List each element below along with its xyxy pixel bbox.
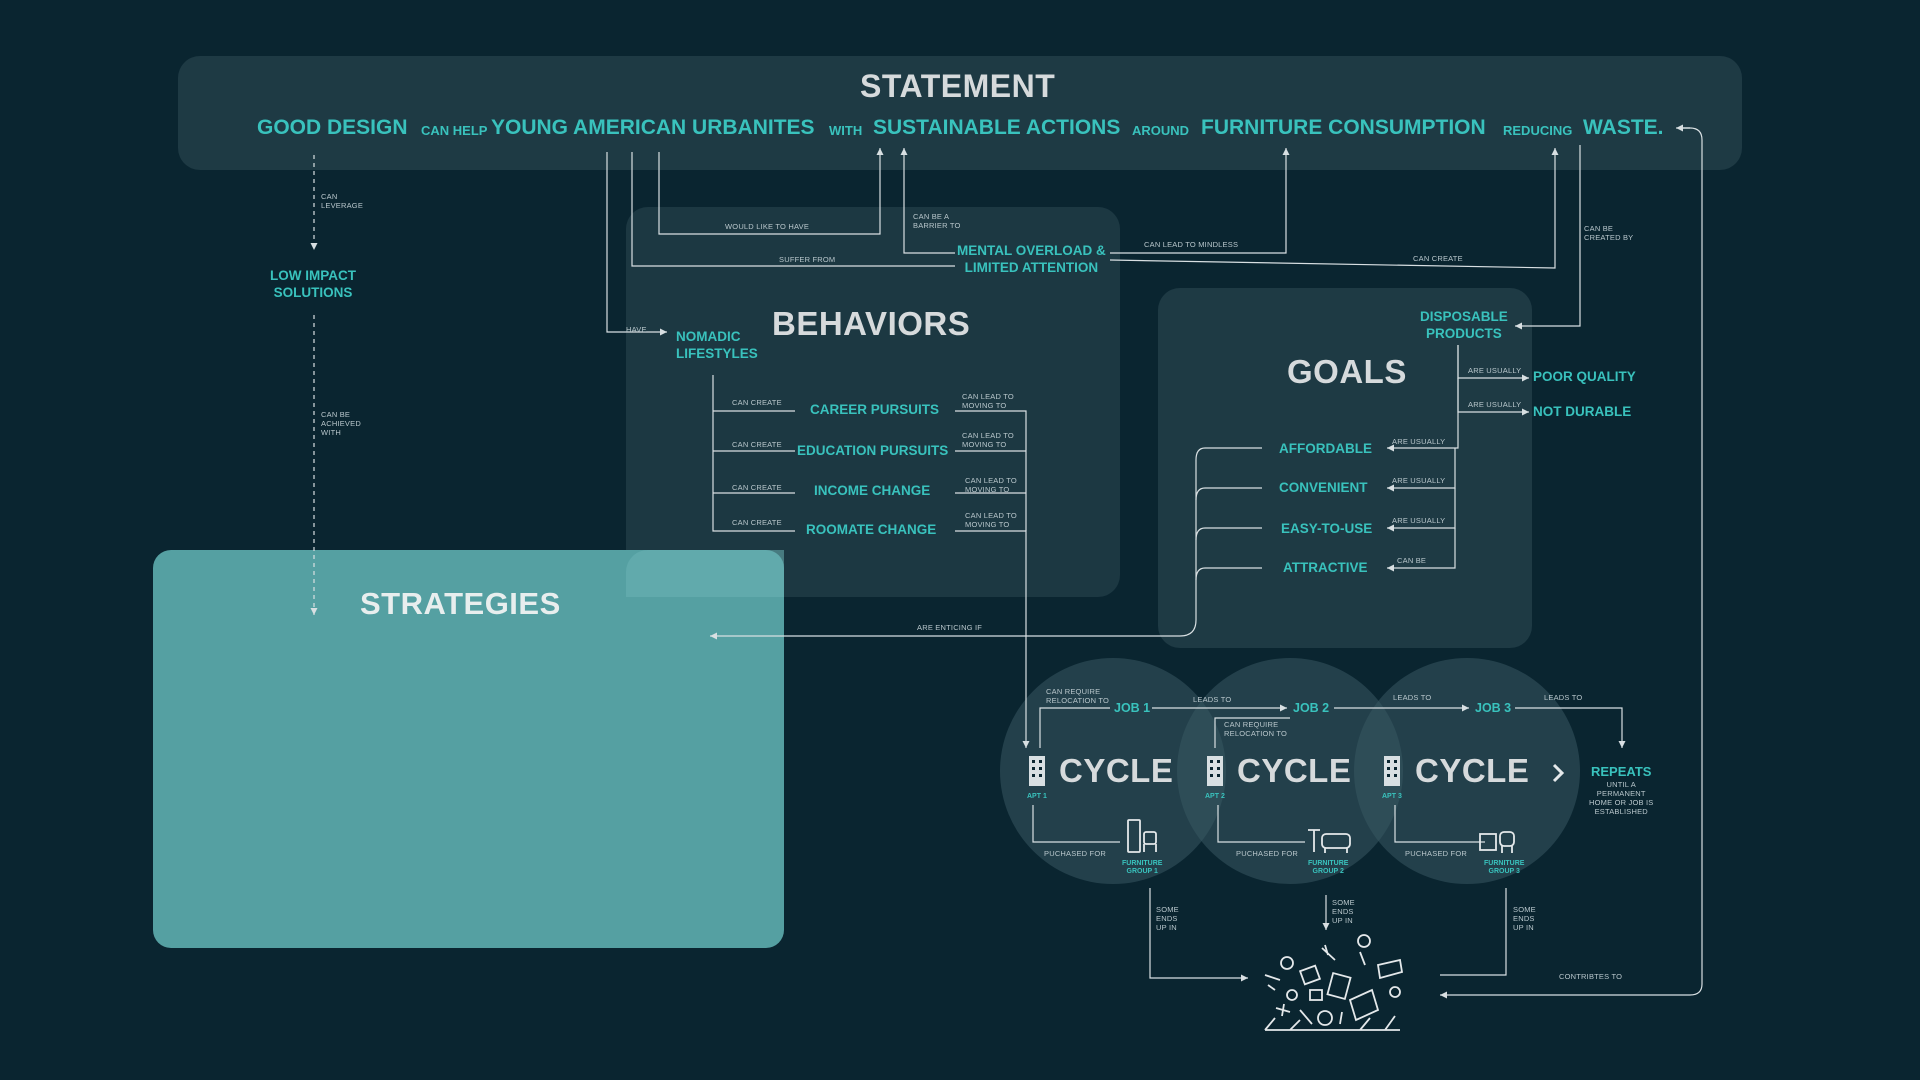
- play-arrow-icon: [1552, 763, 1565, 783]
- apt-2-label: APT 2: [1205, 793, 1225, 800]
- mindless-label: CAN LEAD TO MINDLESS: [1144, 240, 1239, 249]
- building-icon: [1207, 756, 1223, 786]
- goal-rel-label: ARE USUALLY: [1392, 437, 1446, 446]
- furniture-group-2-icon: [1308, 829, 1351, 853]
- cycle-word-1: CYCLE: [1059, 752, 1174, 789]
- created-by-label: CAN BE CREATED BY: [1584, 224, 1634, 242]
- relocation-label: CAN REQUIRE RELOCATION TO: [1224, 720, 1288, 738]
- some-ends-label: SOME ENDS UP IN: [1332, 898, 1355, 925]
- behaviors-title: BEHAVIORS: [772, 305, 971, 342]
- can-create-waste-label: CAN CREATE: [1413, 254, 1463, 263]
- barrier-label: CAN BE A BARRIER TO: [913, 212, 961, 230]
- can-create-label: CAN CREATE: [732, 398, 782, 407]
- can-lead-label: CAN LEAD TO MOVING TO: [962, 431, 1014, 449]
- building-icon: [1029, 756, 1045, 786]
- disposable-products: DISPOSABLE PRODUCTS: [1420, 309, 1508, 341]
- behavior-item-income: INCOME CHANGE: [814, 483, 931, 498]
- furniture-waste-pile-icon: [1264, 934, 1404, 1031]
- can-lead-label: CAN LEAD TO MOVING TO: [965, 476, 1017, 494]
- low-impact-solutions: LOW IMPACT SOLUTIONS: [270, 268, 356, 300]
- statement-reducing: REDUCING: [1503, 123, 1573, 138]
- some-ends-label: SOME ENDS UP IN: [1513, 905, 1536, 932]
- goal-rel-label: CAN BE: [1397, 556, 1427, 565]
- statement-panel: [178, 56, 1742, 170]
- statement-can-help: CAN HELP: [421, 123, 488, 138]
- goal-rel-label: ARE USUALLY: [1392, 476, 1446, 485]
- goal-item-attractive: ATTRACTIVE: [1283, 560, 1368, 575]
- job-1: JOB 1: [1114, 701, 1151, 715]
- would-like-label: WOULD LIKE TO HAVE: [725, 222, 810, 231]
- goals-title: GOALS: [1287, 353, 1407, 390]
- behavior-item-education: EDUCATION PURSUITS: [797, 443, 949, 458]
- strategies-panel: [153, 550, 784, 948]
- can-leverage-label: CAN LEVERAGE: [321, 192, 364, 210]
- strategies-title: STRATEGIES: [360, 586, 561, 621]
- apt-3-label: APT 3: [1382, 793, 1402, 800]
- furniture-group-3-icon: [1479, 831, 1515, 853]
- purchased-label: PUCHASED FOR: [1236, 849, 1298, 858]
- can-create-label: CAN CREATE: [732, 518, 782, 527]
- not-durable: NOT DURABLE: [1533, 404, 1632, 419]
- mental-overload: MENTAL OVERLOAD & LIMITED ATTENTION: [957, 243, 1106, 275]
- cycle-word-2: CYCLE: [1237, 752, 1352, 789]
- goal-item-easy: EASY-TO-USE: [1281, 521, 1373, 536]
- purchased-label: PUCHASED FOR: [1405, 849, 1467, 858]
- leads-to-label: LEADS TO: [1193, 695, 1232, 704]
- can-lead-label: CAN LEAD TO MOVING TO: [962, 392, 1014, 410]
- goal-item-convenient: CONVENIENT: [1279, 480, 1368, 495]
- job-2: JOB 2: [1293, 701, 1330, 715]
- can-create-label: CAN CREATE: [732, 440, 782, 449]
- are-usually-label: ARE USUALLY: [1468, 400, 1522, 409]
- goal-item-affordable: AFFORDABLE: [1279, 441, 1372, 456]
- statement-young-urbanites: YOUNG AMERICAN URBANITES: [491, 116, 815, 139]
- statement-with: WITH: [829, 123, 863, 138]
- some-ends-label: SOME ENDS UP IN: [1156, 905, 1179, 932]
- can-be-achieved-label: CAN BE ACHIEVED WITH: [321, 410, 361, 437]
- repeats: REPEATS: [1591, 764, 1652, 779]
- contributes-label: CONTRIBTES TO: [1559, 972, 1623, 981]
- furniture-group-2-label: FURNITURE GROUP 2: [1308, 860, 1349, 875]
- are-usually-label: ARE USUALLY: [1468, 366, 1522, 375]
- suffer-from-label: SUFFER FROM: [779, 255, 836, 264]
- statement-good-design: GOOD DESIGN: [257, 116, 408, 139]
- behavior-item-career: CAREER PURSUITS: [810, 402, 940, 417]
- have-label: HAVE: [626, 325, 647, 334]
- behavior-item-roomate: ROOMATE CHANGE: [806, 522, 937, 537]
- poor-quality: POOR QUALITY: [1533, 369, 1636, 384]
- furniture-group-3-label: FURNITURE GROUP 3: [1484, 860, 1525, 875]
- goals-panel: [1158, 288, 1532, 648]
- statement-waste: WASTE.: [1583, 116, 1664, 139]
- cycle-word-3: CYCLE: [1415, 752, 1530, 789]
- apt-1-label: APT 1: [1027, 793, 1047, 800]
- behaviors-panel: [626, 207, 1120, 597]
- can-lead-label: CAN LEAD TO MOVING TO: [965, 511, 1017, 529]
- statement-title: STATEMENT: [860, 68, 1056, 104]
- are-enticing-label: ARE ENTICING IF: [917, 623, 983, 632]
- purchased-label: PUCHASED FOR: [1044, 849, 1106, 858]
- nomadic-lifestyles: NOMADIC LIFESTYLES: [676, 329, 758, 361]
- repeats-sub: UNTIL A PERMANENT HOME OR JOB IS ESTABLI…: [1589, 780, 1654, 816]
- statement-furniture-consumption: FURNITURE CONSUMPTION: [1201, 116, 1486, 139]
- goal-rel-label: ARE USUALLY: [1392, 516, 1446, 525]
- job-3: JOB 3: [1475, 701, 1512, 715]
- building-icon: [1384, 756, 1400, 786]
- statement-sustainable-actions: SUSTAINABLE ACTIONS: [873, 116, 1121, 139]
- furniture-group-1-icon: [1127, 819, 1157, 853]
- relocation-label: CAN REQUIRE RELOCATION TO: [1046, 687, 1110, 705]
- furniture-group-1-label: FURNITURE GROUP 1: [1122, 860, 1163, 875]
- statement-around: AROUND: [1132, 123, 1190, 138]
- leads-to-label: LEADS TO: [1544, 693, 1583, 702]
- can-create-label: CAN CREATE: [732, 483, 782, 492]
- behaviors-overlap: [626, 550, 784, 597]
- leads-to-label: LEADS TO: [1393, 693, 1432, 702]
